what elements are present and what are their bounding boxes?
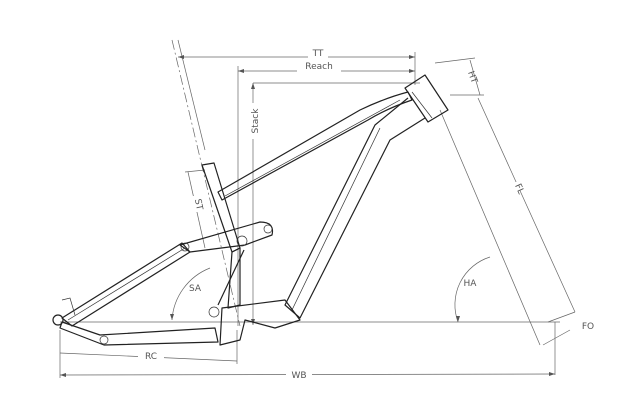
chain-stay	[59, 321, 219, 346]
motor-housing	[219, 299, 301, 346]
steering-axis	[439, 109, 541, 346]
fl-dimension: FL	[477, 97, 576, 323]
fl-label: FL	[512, 182, 525, 195]
ht-label: HT	[465, 70, 479, 85]
seat-stay-edge	[67, 247, 186, 321]
rc-label: RC	[145, 352, 157, 362]
reach-label: Reach	[305, 62, 333, 72]
sa-label: SA	[189, 284, 202, 294]
seatstay-pivot	[180, 242, 190, 252]
lower-pivot	[208, 306, 220, 318]
head-tube-inner	[411, 91, 433, 119]
seat-tube-axis	[171, 39, 241, 327]
rocker-main-pivot	[236, 235, 248, 247]
st-label: ST	[192, 198, 204, 212]
rc-dimension: RC	[59, 330, 238, 378]
stack-label: Stack	[251, 108, 261, 134]
top-tube	[217, 91, 413, 201]
fo-label: FO	[582, 322, 594, 332]
bike-frame	[52, 74, 449, 346]
ht-dimension: HT	[434, 57, 484, 96]
chainstay-pivot	[99, 335, 109, 345]
down-tube-edge	[291, 127, 381, 311]
seat-tube-lower	[227, 247, 241, 309]
sa-angle: SA	[170, 267, 211, 321]
shock	[217, 249, 245, 306]
tt-label: TT	[312, 49, 324, 59]
reach-dimension: Reach	[237, 62, 415, 326]
stack-dimension: Stack	[249, 82, 420, 325]
down-tube	[284, 97, 426, 319]
seat-tube	[201, 162, 241, 253]
ha-angle: HA	[454, 256, 491, 323]
rocker-pivot	[263, 224, 273, 234]
rear-dropout	[52, 314, 64, 326]
wb-dimension: WB	[59, 369, 556, 381]
seat-stay	[61, 242, 191, 327]
top-tube-edge	[224, 99, 401, 197]
ha-label: HA	[464, 279, 478, 289]
dropout-bracket	[61, 297, 76, 316]
head-tube	[404, 74, 449, 123]
tt-dimension: TT	[178, 49, 416, 85]
wb-label: WB	[291, 371, 306, 381]
fo-dimension: FO	[542, 322, 594, 375]
st-dimension: ST	[184, 169, 206, 249]
